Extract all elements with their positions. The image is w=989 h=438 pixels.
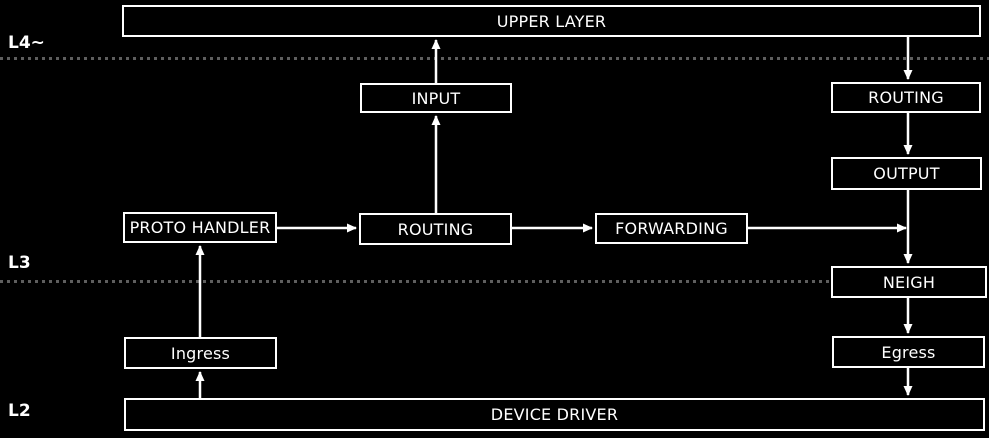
node-input: INPUT <box>360 83 512 113</box>
node-egress: Egress <box>832 336 985 368</box>
node-upper-layer: UPPER LAYER <box>122 5 981 37</box>
node-ingress: Ingress <box>124 337 277 369</box>
layer-label-l3: L3 <box>8 253 31 273</box>
node-neigh: NEIGH <box>831 266 987 298</box>
node-proto-handler: PROTO HANDLER <box>123 212 277 243</box>
layer-label-l4: L4~ <box>8 33 45 53</box>
node-forwarding: FORWARDING <box>595 213 748 244</box>
layer-separator-l4 <box>0 57 989 60</box>
node-output: OUTPUT <box>831 157 982 190</box>
layer-label-l2: L2 <box>8 401 31 421</box>
node-device-driver: DEVICE DRIVER <box>124 398 985 431</box>
node-routing-ingress: ROUTING <box>359 213 512 245</box>
layer-separator-l3 <box>0 280 830 283</box>
node-routing-egress: ROUTING <box>831 82 981 113</box>
